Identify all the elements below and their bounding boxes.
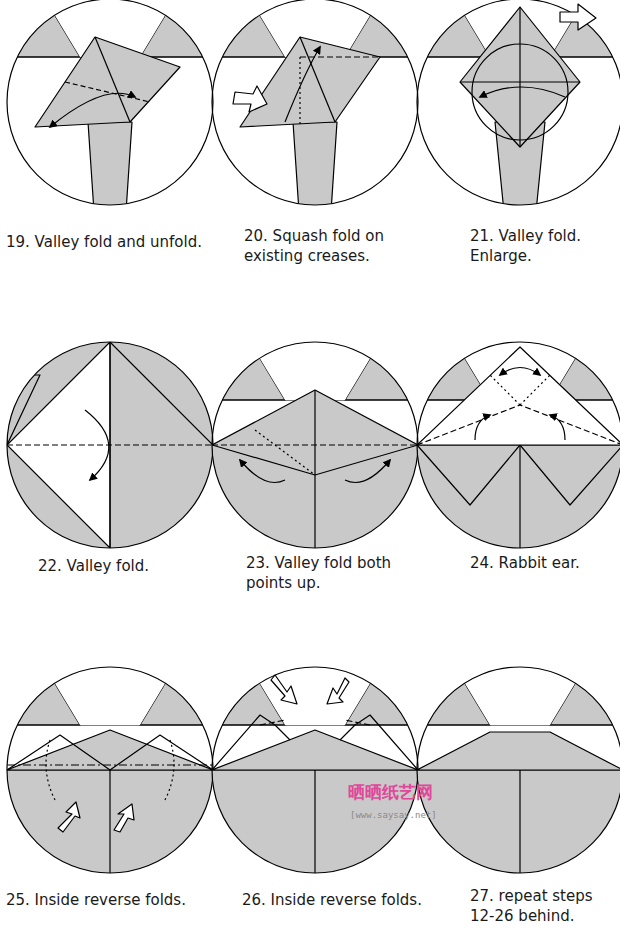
step-caption: 24. Rabbit ear. [470,553,610,573]
watermark-url: [www.saysay.net] [350,805,437,825]
step-caption: 22. Valley fold. [38,556,208,576]
step-caption: 25. Inside reverse folds. [6,890,211,910]
step-caption: 21. Valley fold. Enlarge. [470,226,610,266]
step-caption: 27. repeat steps 12-26 behind. [470,886,615,926]
step-caption: 23. Valley fold both points up. [246,553,416,593]
watermark: 晒晒纸艺网 [348,782,433,802]
step-caption: 20. Squash fold on existing creases. [244,226,414,266]
step-caption: 26. Inside reverse folds. [242,890,457,910]
step-caption: 19. Valley fold and unfold. [6,232,211,252]
